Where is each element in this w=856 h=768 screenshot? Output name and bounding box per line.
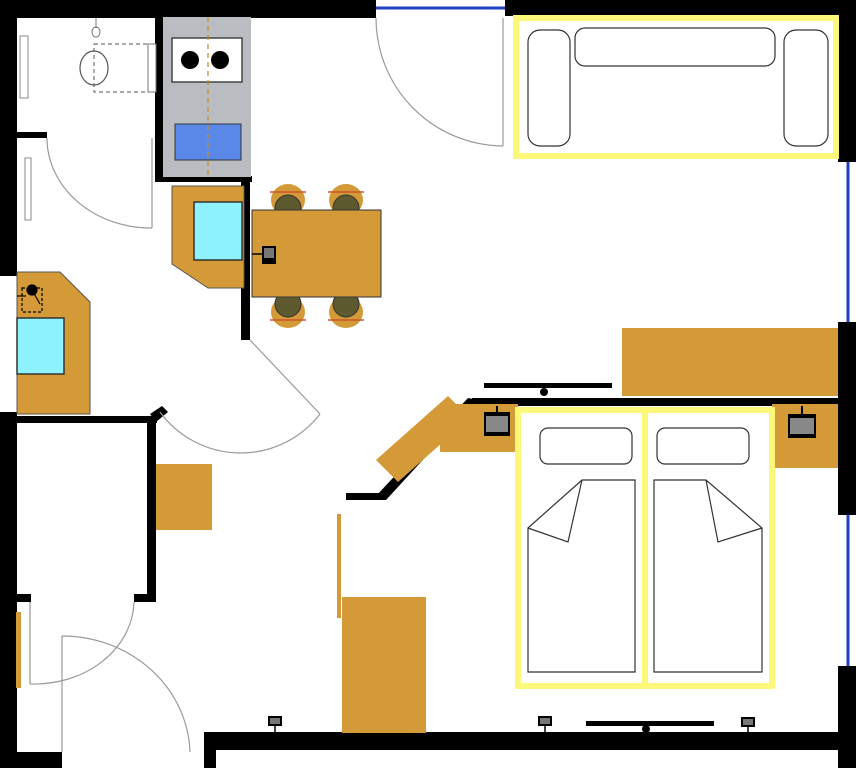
wall-left-lower — [0, 412, 17, 768]
wall-left-upper — [0, 0, 17, 276]
kitchen-counter — [163, 17, 251, 177]
sideboard — [622, 328, 838, 396]
lamp-icon-bed-right — [788, 406, 816, 438]
wall-bottom — [204, 732, 856, 750]
bathroom-fixtures — [19, 18, 157, 221]
windows — [372, 6, 850, 666]
lamp-icon-bottom-2 — [538, 716, 552, 732]
dining-area — [251, 184, 382, 328]
wall-bottom-left-stub — [0, 752, 62, 768]
pillow-icon-right — [656, 427, 750, 465]
wall-top-right — [505, 0, 856, 16]
hall-cabinet — [156, 464, 212, 530]
kitchen-wall-bottom — [160, 176, 252, 182]
lamp-icon-bottom-1 — [268, 716, 282, 732]
towel-rail-top — [19, 35, 29, 99]
front-door — [61, 635, 191, 753]
blanket-left — [527, 479, 636, 673]
blanket-right — [653, 479, 763, 673]
bedroom — [440, 404, 838, 689]
storage-door — [29, 601, 135, 685]
wall-right-bottom — [838, 666, 856, 768]
wall-fixtures-bottom — [268, 716, 755, 733]
storage-wall-corner — [134, 594, 156, 602]
bedroom-wall-stub — [346, 493, 386, 500]
vanity-upper — [171, 185, 245, 289]
storage-wall-right — [147, 416, 156, 602]
lamp-icon-bottom-3 — [741, 717, 755, 732]
sofa-cushion-left — [527, 29, 571, 147]
towel-rail-left — [24, 157, 32, 221]
lamp-icon-dining — [252, 246, 276, 264]
storage-wall-top — [17, 416, 157, 423]
bedroom-wall-horizontal — [472, 398, 840, 406]
sofa-cushion-right — [783, 29, 829, 147]
shower-head-icon — [91, 18, 101, 38]
vanity-left-sink — [16, 317, 65, 375]
storage-wall-left-stub — [17, 594, 31, 602]
tv-icon-bottom — [586, 721, 714, 733]
vanity-upper-sink — [193, 201, 243, 261]
lamp-icon-bed-left — [484, 406, 510, 436]
vanity-left — [16, 271, 91, 415]
bathroom-door — [46, 137, 153, 229]
stove-burner-right — [211, 51, 229, 69]
stove-burner-left — [181, 51, 199, 69]
shoe-rack — [16, 612, 21, 688]
bathroom-wall-right — [155, 16, 163, 182]
entrance-door — [375, 17, 504, 147]
doors — [29, 17, 504, 753]
sofa-backrest — [574, 27, 776, 67]
sofa — [513, 15, 839, 159]
pillow-icon-left — [539, 427, 633, 465]
wall-bottom-step — [204, 732, 216, 768]
bathroom-wall-bottom-stub — [17, 132, 47, 138]
wall-right-top — [838, 0, 856, 162]
dining-wall-vertical — [241, 176, 250, 340]
wall-right-mid — [838, 322, 856, 515]
faucet-icon — [17, 284, 43, 313]
wall-shelf — [337, 514, 341, 618]
wardrobe — [342, 597, 426, 733]
tv-icon — [484, 383, 612, 396]
wall-top-left — [0, 0, 376, 18]
storage-wall-diagonal — [150, 406, 168, 422]
bathroom-cabinet — [147, 43, 157, 93]
hall-door — [159, 339, 321, 454]
